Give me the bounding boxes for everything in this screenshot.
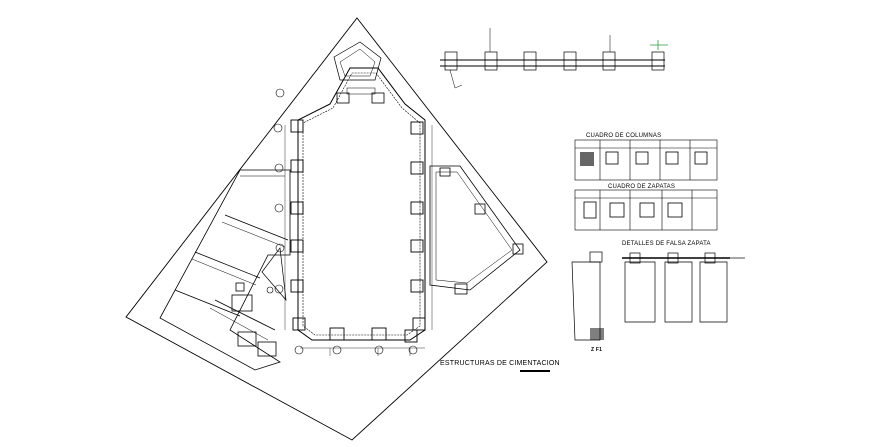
drawing-title: ESTRUCTURAS DE CIMENTACION (440, 360, 560, 367)
beam-elevation-detail (440, 28, 668, 89)
columns-table-title: CUADRO DE COLUMNAS (586, 133, 662, 139)
footings-table-title: CUADRO DE ZAPATAS (608, 184, 676, 190)
detail-tag: Z F1 (591, 347, 603, 353)
title-underline (520, 370, 550, 372)
footings-table (574, 189, 718, 231)
columns-table (574, 139, 718, 181)
false-footing-title: DETALLES DE FALSA ZAPATA (622, 241, 711, 247)
nave-foundation (284, 41, 433, 356)
left-annex-foundation (159, 169, 291, 371)
false-footing-details (571, 251, 745, 341)
right-annex-foundation (429, 165, 524, 295)
grid-bubbles-left (273, 88, 418, 355)
site-boundary (125, 17, 548, 441)
